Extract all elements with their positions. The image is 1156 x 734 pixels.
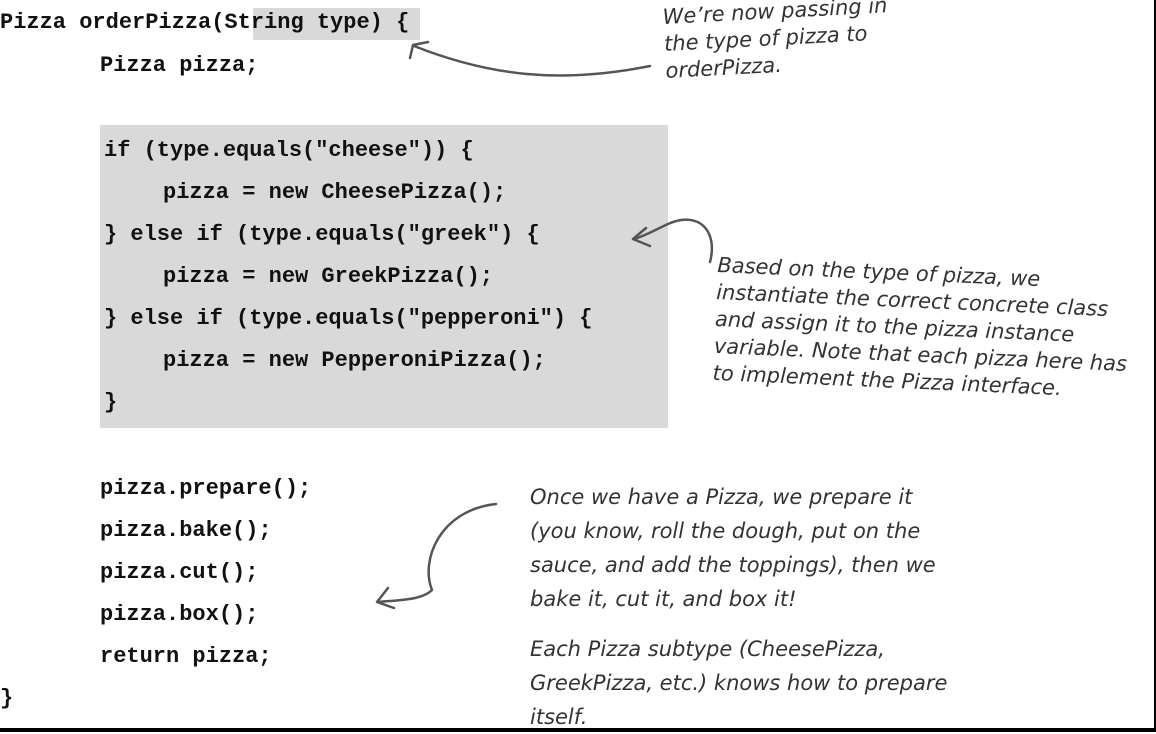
code-line-new-pepperoni: pizza = new PepperoniPizza(); xyxy=(163,348,546,373)
arrow-to-conditional-head xyxy=(631,226,652,248)
note-prepare-steps: Once we have a Pizza, we prepare it (you… xyxy=(530,480,936,616)
code-line-box: pizza.box(); xyxy=(100,602,259,627)
note-subtype-line-3: itself. xyxy=(530,705,588,729)
code-line-bake: pizza.bake(); xyxy=(100,518,272,543)
note-subtype-line-1: Each Pizza subtype (CheesePizza, xyxy=(530,637,885,661)
code-line-if-greek: } else if (type.equals("greek") { xyxy=(104,222,540,247)
arrow-to-type-param-head xyxy=(408,40,430,60)
code-line-signature: Pizza orderPizza(String type) { xyxy=(0,10,410,35)
code-line-if-pepperoni: } else if (type.equals("pepperoni") { xyxy=(104,306,593,331)
code-line-close-if: } xyxy=(104,390,118,415)
code-line-if-cheese: if (type.equals("cheese")) { xyxy=(104,138,474,163)
note-subtype: Each Pizza subtype (CheesePizza, GreekPi… xyxy=(530,632,947,734)
note-prepare-line-3: sauce, and add the toppings), then we xyxy=(530,553,936,577)
arrow-to-conditional xyxy=(632,218,714,264)
code-line-cut: pizza.cut(); xyxy=(100,560,259,585)
arrow-to-type-param xyxy=(412,44,652,77)
note-subtype-line-2: GreekPizza, etc.) knows how to prepare xyxy=(530,671,948,695)
note-prepare-line-2: (you know, roll the dough, put on the xyxy=(530,519,921,543)
code-line-declaration: Pizza pizza; xyxy=(100,53,259,78)
arrow-to-methods xyxy=(376,502,498,604)
note-prepare-line-1: Once we have a Pizza, we prepare it xyxy=(530,485,913,509)
code-line-close-method: } xyxy=(0,686,14,711)
note-prepare-line-4: bake it, cut it, and box it! xyxy=(530,587,797,611)
code-line-new-cheese: pizza = new CheesePizza(); xyxy=(163,180,507,205)
conditional-block-highlight xyxy=(100,125,668,428)
code-line-return: return pizza; xyxy=(100,644,272,669)
type-parameter-highlight xyxy=(253,8,420,40)
arrow-to-methods-head xyxy=(375,586,396,610)
code-line-prepare: pizza.prepare(); xyxy=(100,476,312,501)
code-line-new-greek: pizza = new GreekPizza(); xyxy=(163,264,494,289)
